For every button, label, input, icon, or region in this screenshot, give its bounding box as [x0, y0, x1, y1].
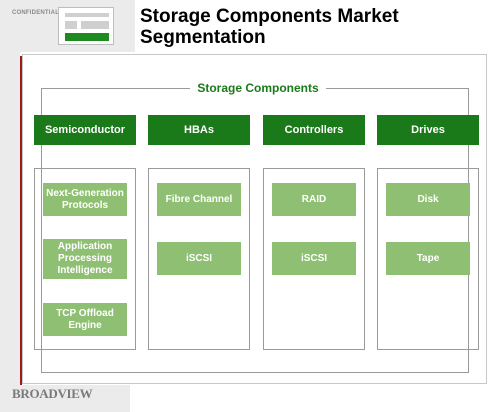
document-thumbnail-icon	[58, 7, 114, 45]
item-fibre-channel: Fibre Channel	[157, 183, 241, 216]
accent-divider	[20, 56, 22, 386]
left-sidebar-band	[0, 0, 20, 412]
footer-band	[0, 385, 130, 412]
item-controller-iscsi: iSCSI	[272, 242, 356, 275]
content-panel: Storage Components Semiconductor Next-Ge…	[22, 54, 487, 384]
category-semiconductor: Semiconductor	[34, 115, 136, 145]
category-hbas: HBAs	[148, 115, 250, 145]
column-box-hbas: Fibre Channel iSCSI	[148, 168, 250, 350]
item-tcp-offload-engine: TCP Offload Engine	[43, 303, 127, 336]
item-tape: Tape	[386, 242, 470, 275]
root-node-label: Storage Components	[190, 80, 326, 96]
item-application-processing-intelligence: Application Processing Intelligence	[43, 239, 127, 279]
category-controllers: Controllers	[263, 115, 365, 145]
column-box-controllers: RAID iSCSI	[263, 168, 365, 350]
confidential-label: CONFIDENTIAL	[12, 10, 60, 16]
column-box-semiconductor: Next-Generation Protocols Application Pr…	[34, 168, 136, 350]
broadview-logo: BROADVIEW	[12, 386, 93, 401]
category-drives: Drives	[377, 115, 479, 145]
item-next-generation-protocols: Next-Generation Protocols	[43, 183, 127, 216]
item-raid: RAID	[272, 183, 356, 216]
item-hba-iscsi: iSCSI	[157, 242, 241, 275]
page-title: Storage Components Market Segmentation	[140, 6, 399, 48]
item-disk: Disk	[386, 183, 470, 216]
column-box-drives: Disk Tape	[377, 168, 479, 350]
